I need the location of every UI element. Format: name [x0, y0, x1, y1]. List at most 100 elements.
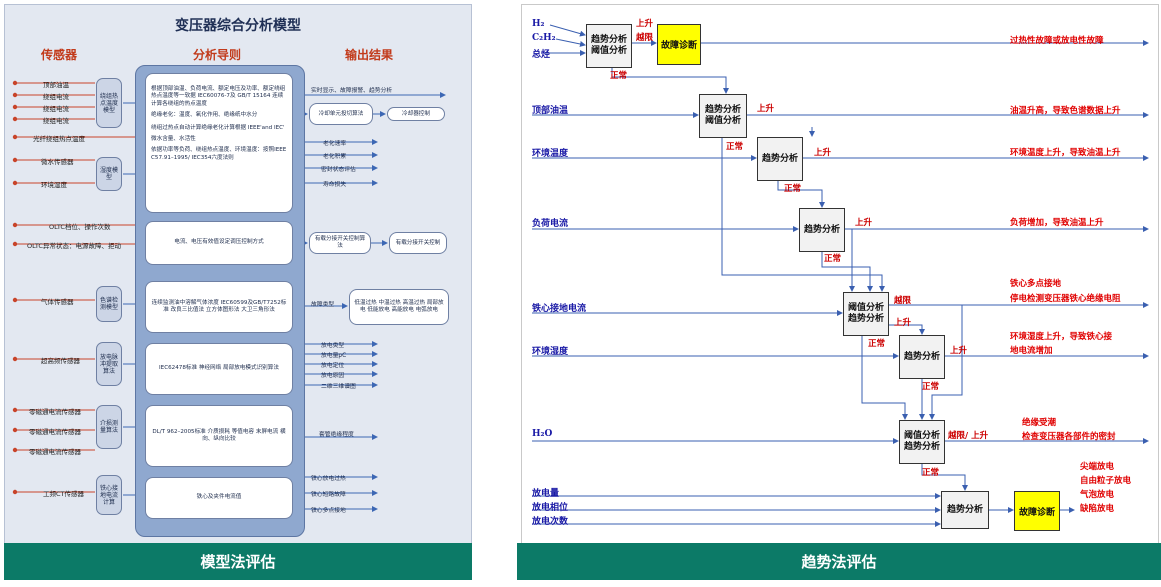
output-core-overheat: 铁心放电过热 — [311, 476, 346, 482]
result-load-rise: 负荷增加，导致油温上升 — [1010, 218, 1104, 228]
label-over-rise: 越限/ 上升 — [948, 431, 989, 441]
flow — [821, 252, 873, 292]
model-hotspot: 绕组热点温度模型 — [96, 78, 122, 128]
block-label: 趋势分析 阈值分析 — [704, 105, 741, 126]
label-rise-2: 上升 — [757, 104, 775, 114]
output-core-short: 铁心短路故障 — [311, 492, 346, 498]
flow — [721, 138, 885, 292]
sensor-zero-flux-1: 零磁通电流传感器 — [29, 408, 81, 416]
rule-tan-delta: DL/T 962–2005标准 介质损耗 等值电容 末屏电流 横向、纵向比较 — [145, 405, 293, 467]
flow — [929, 305, 963, 420]
model-dga: 色谱检测模型 — [96, 286, 122, 322]
model-method-panel: 变压器综合分析模型 传感器 分析导则 输出结果 顶部油温 绕组电流 绕组电流 绕… — [4, 4, 472, 545]
block-h2o-trend: 阈值分析 趋势分析 — [899, 420, 945, 464]
sensor-humidity: 环境湿度 — [41, 181, 67, 189]
panel-title: 变压器综合分析模型 — [175, 18, 301, 34]
block-pd-trend: 趋势分析 — [941, 491, 989, 529]
label-rise-1: 上升 — [636, 19, 654, 29]
result-pd-bubble: 气泡放电 — [1080, 490, 1115, 500]
trend-method-panel: H₂ C₂H₂ 总烃 顶部油温 环境温度 负荷电流 铁心接地电流 环境湿度 H₂… — [521, 4, 1159, 545]
sensor-zero-flux-2: 零磁通电流传感器 — [29, 428, 81, 436]
output-aging-rate: 老化速率 — [323, 141, 347, 147]
label-normal-5: 正常 — [868, 339, 886, 349]
rule-oltc: 电流、电压有效值设定调压控制方式 — [145, 221, 293, 265]
block-core-trend: 阈值分析 趋势分析 — [843, 292, 889, 336]
output-pd-location: 放电定位 — [321, 363, 345, 369]
in-line — [549, 24, 586, 37]
result-oil-rise: 油温升高，导致色谱数据上升 — [1010, 106, 1121, 116]
result-moisture-a: 绝缘受潮 — [1022, 418, 1057, 428]
input-h2: H₂ — [532, 19, 545, 29]
model-connectors — [12, 80, 446, 512]
label-normal-4: 正常 — [824, 254, 842, 264]
rule-r1: 根据顶部油温、负荷电流、额定电压及功率、额定绕组热点温度等一软据 IEC6007… — [151, 86, 286, 107]
result-core-multi: 铁心多点接地 — [1010, 279, 1062, 289]
flow — [611, 68, 729, 94]
rule-r5: 依据功率等负荷、绕组热点温度、环境温度：按照IEEE C57.91–1995/ … — [151, 147, 287, 161]
label-normal-7: 正常 — [922, 468, 940, 478]
label-rise-4: 上升 — [855, 218, 873, 228]
output-life-loss: 寿命损失 — [323, 182, 347, 188]
label-normal-1: 正常 — [610, 71, 628, 81]
sensor-oltc-pos: OLTC档位、操作次数 — [49, 223, 111, 231]
block-fault-diag-2: 故障诊断 — [1014, 491, 1060, 531]
sensor-winding-3: 绕组电流 — [43, 117, 69, 125]
sensor-fiber: 光纤绕组热点温度 — [33, 135, 85, 143]
block-label: 趋势分析 阈值分析 — [590, 35, 627, 56]
block-fault-diag-1: 故障诊断 — [657, 24, 701, 65]
input-c2h2: C₂H₂ — [532, 33, 556, 43]
footer-trend-method: 趋势法评估 — [517, 543, 1161, 580]
rule-core: 铁心及夹件电流值 — [145, 477, 293, 519]
output-fault-type: 故障类型 — [311, 302, 335, 308]
output-oltc-algo: 有载分接开关控制算法 — [309, 232, 371, 254]
result-overheat: 过热性故障或放电性故障 — [1010, 36, 1104, 46]
result-humidity-b: 地电流增加 — [1010, 346, 1053, 356]
input-ambient-humidity: 环境湿度 — [532, 347, 569, 357]
label-over-2: 越限 — [894, 296, 912, 306]
output-bushing: 套管绝缘程度 — [319, 432, 354, 438]
output-oltc-ctrl: 有载分接开关控制 — [389, 232, 447, 254]
output-seal: 密封状态评估 — [321, 167, 356, 173]
model-tan-delta: 介损测量算法 — [96, 405, 122, 449]
label-normal-6: 正常 — [922, 382, 940, 392]
header-rules: 分析导则 — [193, 48, 242, 62]
result-ambient-rise: 环境温度上升，导致油温上升 — [1010, 148, 1121, 158]
sensor-ct: 工频CT传感器 — [43, 490, 85, 498]
label-normal-3: 正常 — [784, 184, 802, 194]
output-pd-type: 放电类型 — [321, 343, 345, 349]
result-humidity-a: 环境湿度上升，导致铁心接 — [1010, 332, 1113, 342]
model-humidity: 湿度模型 — [96, 157, 122, 191]
block-load-trend: 趋势分析 — [799, 208, 845, 252]
sensor-uhf: 超高频传感器 — [41, 357, 80, 365]
rule-thermal: 根据顶部油温、负荷电流、额定电压及功率、额定绕组热点温度等一软据 IEC6007… — [145, 73, 293, 213]
label-rise-3: 上升 — [814, 148, 832, 158]
flow — [921, 464, 968, 491]
sensor-zero-flux-3: 零磁通电流传感器 — [29, 448, 81, 456]
block-label: 阈值分析 趋势分析 — [903, 431, 940, 452]
flow — [889, 324, 925, 335]
input-load: 负荷电流 — [532, 219, 569, 229]
block-humidity-trend: 趋势分析 — [899, 335, 945, 379]
rule-r3: 绕组过热点自动计算绝缘老化计算根据 IEEE'and IEC' — [151, 124, 285, 131]
sensor-gas: 气体传感器 — [41, 298, 74, 306]
model-pd: 放电脉冲提取算法 — [96, 342, 122, 386]
block-dga-trend: 趋势分析 阈值分析 — [586, 24, 632, 68]
label-over-1: 越限 — [636, 33, 654, 43]
sensor-winding-1: 绕组电流 — [43, 93, 69, 101]
sensor-micro-water: 微水传感器 — [41, 158, 74, 166]
output-aging-accum: 老化积累 — [323, 154, 347, 160]
header-sensors: 传感器 — [41, 48, 78, 62]
result-pd-defect: 缺陷放电 — [1080, 504, 1115, 514]
input-core-current: 铁心接地电流 — [532, 304, 587, 314]
flow — [777, 181, 825, 208]
rule-r2: 绝缘老化：温度、氧化作用、绝缘纸中水分 — [151, 112, 258, 119]
sensor-oltc-fault: OLTC异常状态：电源故障、拒动 — [27, 242, 121, 250]
header-outputs: 输出结果 — [345, 48, 394, 62]
result-pd-particle: 自由粒子放电 — [1080, 476, 1132, 486]
input-total-hc: 总烃 — [532, 50, 551, 60]
sensor-winding-2: 绕组电流 — [43, 105, 69, 113]
rule-pd: IEC62478标准 神经网络 局部放电模式识别算法 — [145, 343, 293, 395]
block-oil-trend: 趋势分析 阈值分析 — [699, 94, 747, 138]
rule-r4: 微水含量、水活性 — [151, 136, 196, 143]
model-core: 铁心接地电流计算 — [96, 475, 122, 515]
